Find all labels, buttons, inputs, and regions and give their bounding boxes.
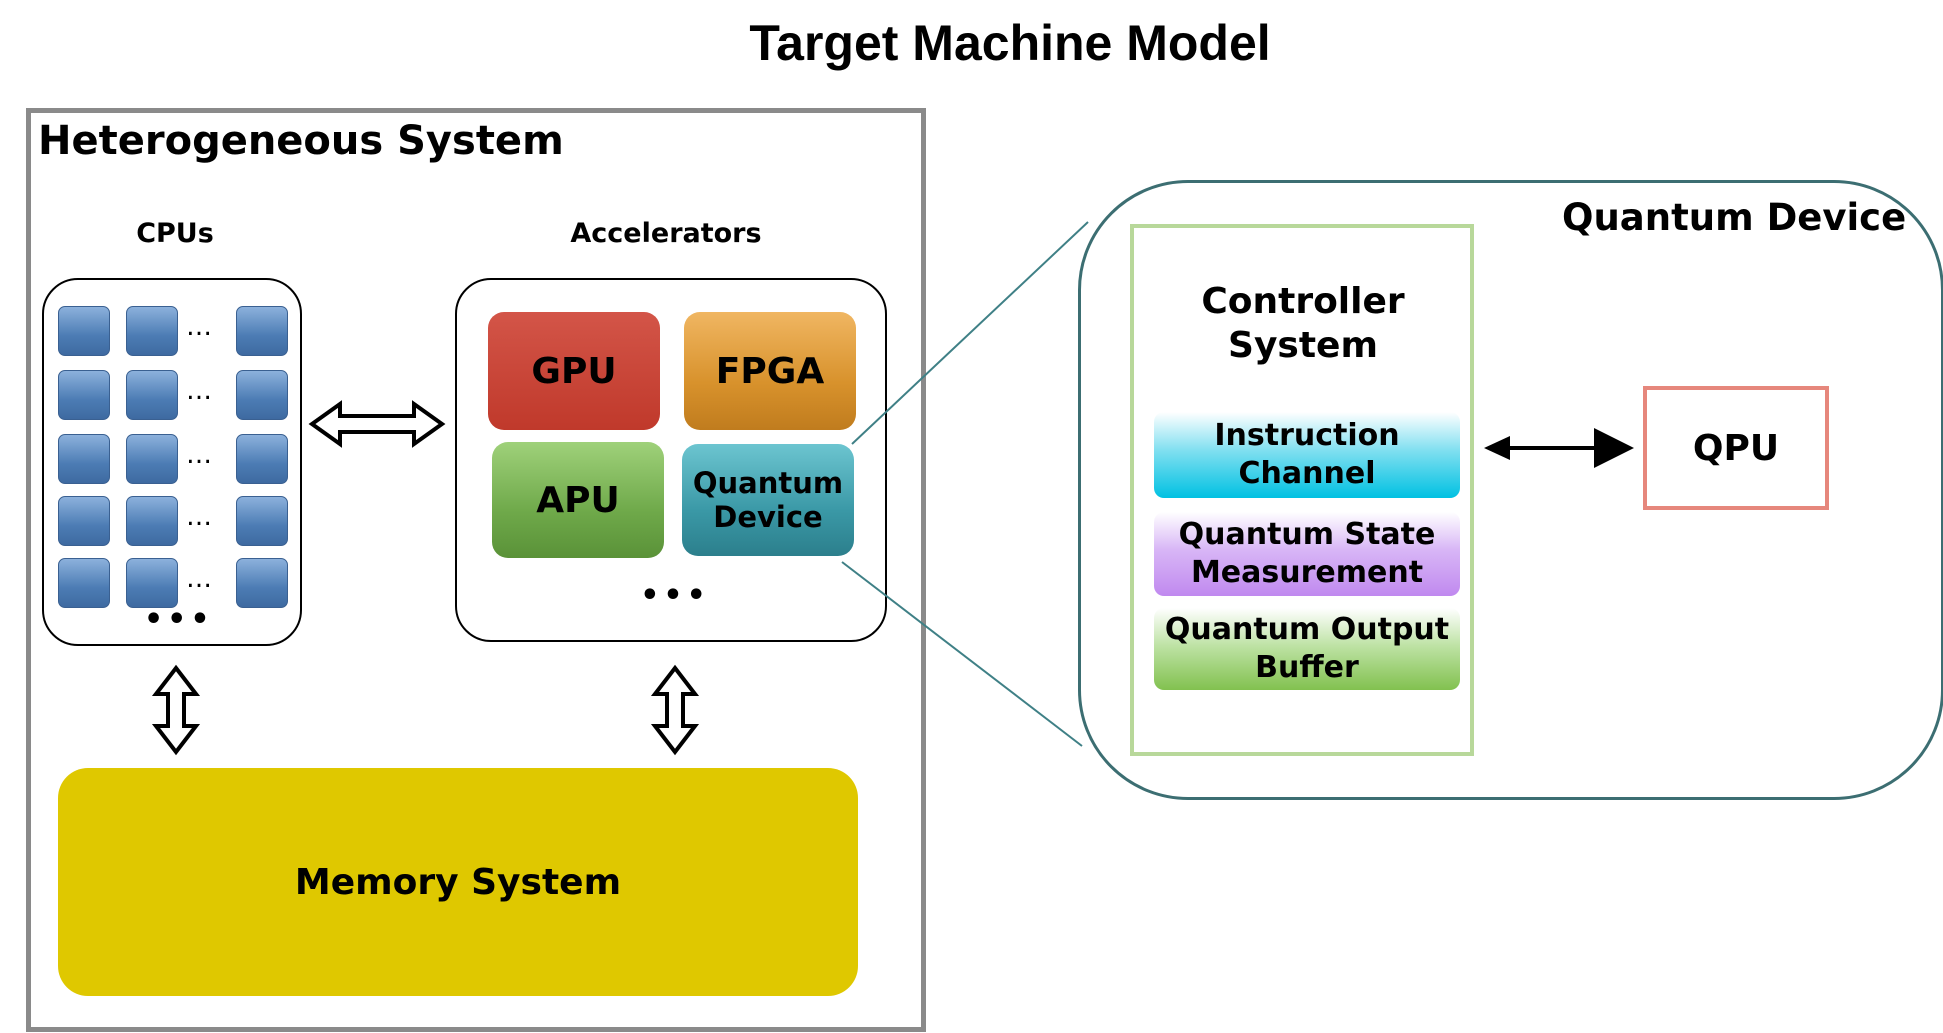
cpu-row-ellipsis: …	[186, 440, 214, 470]
cpu-row-ellipsis: …	[186, 376, 214, 406]
heterogeneous-system-title: Heterogeneous System	[38, 118, 564, 164]
accelerators-label: Accelerators	[570, 218, 762, 249]
cpu-core	[236, 496, 288, 546]
cpu-core	[58, 370, 110, 420]
zoom-line-bottom	[841, 561, 1083, 747]
cpu-core	[126, 370, 178, 420]
cpu-core	[58, 496, 110, 546]
instruction-channel-block: Instruction Channel	[1154, 412, 1460, 498]
cpu-core	[126, 306, 178, 356]
cpus-label: CPUs	[136, 218, 214, 249]
zoom-line-top	[851, 221, 1089, 445]
cpu-row-ellipsis: …	[186, 564, 214, 594]
cpu-core	[126, 496, 178, 546]
cpu-core	[126, 558, 178, 608]
cpus-more-ellipsis: •••	[144, 602, 214, 637]
cpu-core	[126, 434, 178, 484]
gpu-block: GPU	[488, 312, 660, 430]
quantum-output-buffer-block: Quantum Output Buffer	[1154, 608, 1460, 690]
cpu-core	[236, 434, 288, 484]
accelerator-memory-double-arrow	[650, 664, 700, 756]
memory-system-block: Memory System	[58, 768, 858, 996]
controller-system-title: Controller System	[1201, 281, 1405, 366]
cpu-row-ellipsis: …	[186, 312, 214, 342]
cpu-core	[58, 558, 110, 608]
accelerators-more-ellipsis: •••	[640, 578, 710, 613]
quantum-device-detail-box	[1078, 180, 1943, 800]
qpu-block: QPU	[1643, 386, 1829, 510]
cpu-core	[236, 558, 288, 608]
cpu-memory-double-arrow	[151, 664, 201, 756]
quantum-state-measurement-block: Quantum State Measurement	[1154, 512, 1460, 596]
diagram-title: Target Machine Model	[749, 15, 1271, 71]
cpu-core	[236, 370, 288, 420]
controller-qpu-arrow-left-head	[1484, 436, 1510, 460]
heterogeneous-system-box	[26, 108, 926, 1032]
cpu-row-ellipsis: …	[186, 502, 214, 532]
cpu-core	[236, 306, 288, 356]
cpu-accelerator-double-arrow	[308, 400, 446, 448]
cpu-core	[58, 306, 110, 356]
quantum-device-detail-title: Quantum Device	[1562, 196, 1907, 239]
cpu-core	[58, 434, 110, 484]
fpga-block: FPGA	[684, 312, 856, 430]
quantum-device-block: Quantum Device	[682, 444, 854, 556]
controller-system-box	[1130, 224, 1474, 756]
apu-block: APU	[492, 442, 664, 558]
